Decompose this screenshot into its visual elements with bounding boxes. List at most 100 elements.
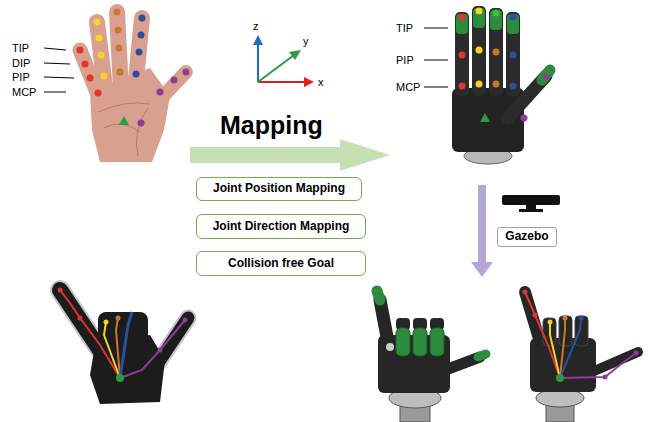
bone [550,322,560,378]
finger [489,8,503,96]
robot-hand [424,6,550,164]
axis-line [258,81,306,83]
wrist-marker [556,374,564,382]
axis-line [258,55,294,82]
joint-dot [459,83,466,90]
joint-dot [96,35,103,42]
arrowhead [253,35,263,45]
leader-line [424,60,448,61]
joint-dot [493,49,500,56]
sensor-body [502,195,560,205]
arrowhead [304,77,314,87]
joint-dot [136,49,143,56]
joint-dot [114,9,121,16]
joint-dot [543,74,549,80]
leader-line [44,48,66,50]
joint-dot [634,351,639,356]
human-hand [44,9,190,163]
sensor-base [519,209,543,212]
axis-label: x [318,76,324,88]
finger [135,18,142,90]
joint-level-label: PIP [12,71,30,83]
joint-dot [117,69,124,76]
axis-line [257,42,259,82]
joint-dot [138,32,145,39]
box-text: Joint Position Mapping [213,182,345,195]
joint-dot [548,320,553,325]
skeleton [525,292,636,378]
joint-dot [157,89,164,96]
joint-dot [510,83,517,90]
method-box: Collision free Goal [196,251,366,276]
joint-dot [104,320,109,325]
finger [380,300,388,342]
fingertip [478,354,486,357]
leader-line [44,92,66,93]
leader-lines [44,48,74,92]
joint-level-label: PIP [396,54,414,66]
skeleton [60,290,185,378]
finger [506,12,520,96]
joint-dot [183,69,190,76]
wrist-marker [116,374,124,382]
joint-dot [116,316,121,321]
mapping-arrow [190,139,390,171]
bone [120,312,132,378]
joint-dot [171,77,178,84]
joint-dot [116,45,123,52]
gazebo-hand-skeleton [523,290,639,422]
joint-dot [101,73,108,80]
axes [253,35,314,87]
joint-dot [87,75,94,82]
joint-dot [139,15,146,22]
finger [97,22,106,95]
kinect-sensor [502,195,560,212]
joint-dot [459,52,466,59]
joint [386,343,394,351]
joint-level-label: MCP [396,81,420,93]
joint-dot [493,10,500,17]
method-box: Joint Direction Mapping [196,214,366,239]
fingertip [377,291,380,300]
joint-dot [459,14,466,21]
bone [116,318,120,378]
thumb [150,72,186,110]
joint-dot [563,316,568,321]
joint-dot [58,288,63,293]
palm-creases [98,103,150,156]
fingertip [396,328,410,356]
fingertip [542,70,550,80]
leader-line [44,77,74,78]
flow-arrow [471,185,493,277]
fingertip [490,10,502,30]
joint-level-label: DIP [12,57,30,69]
joint-dot [579,316,584,321]
wrist-marker [480,113,490,122]
leader-line [424,87,448,88]
joint-dot [98,52,105,59]
bone [560,318,581,378]
simulator-box: Gazebo [497,227,557,247]
joint-dot [533,313,538,318]
finger [455,12,469,96]
gazebo-hand [377,291,486,422]
joint-dot [476,8,483,15]
bone [525,292,560,378]
joint-dot [94,19,101,26]
silhouette [150,318,188,375]
joint-level-label: TIP [396,22,413,34]
joint-dot [183,318,188,323]
leader-lines [424,28,448,87]
joint-level-label: TIP [12,42,29,54]
arrowhead [289,50,301,60]
joint-dot [78,316,83,321]
joint-dot [510,52,517,59]
fingertip [456,14,468,34]
axis-label: z [253,20,259,32]
crease [136,108,148,156]
joint-level-label: MCP [12,86,36,98]
joint-dot [115,27,122,34]
box-text: Gazebo [505,230,548,243]
joint-dot [95,90,102,97]
